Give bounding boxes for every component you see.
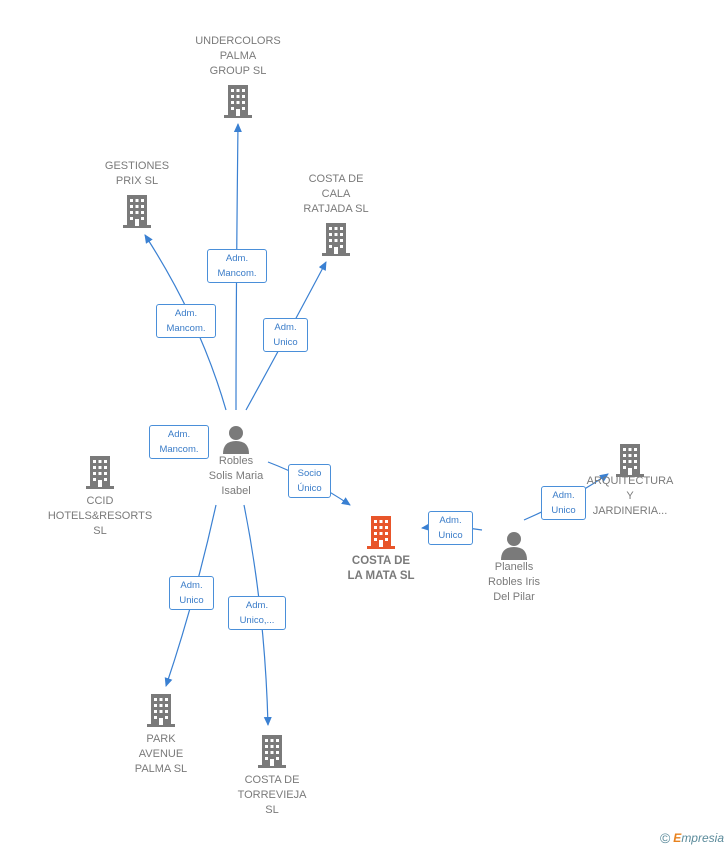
building-icon [123,195,151,228]
edge-label-park-avenue[interactable]: Adm. Unico [169,576,214,610]
building-icon [367,516,395,549]
edge-label-torrevieja[interactable]: Adm. Unico,... [228,596,286,630]
node-label: PARK AVENUE PALMA SL [134,733,188,775]
node-label: GESTIONES PRIX SL [104,160,170,187]
node-label: Planells Robles Iris Del Pilar [488,561,540,603]
building-icon [258,735,286,768]
edge-label-ccid[interactable]: Adm. Mancom. [149,425,209,459]
building-icon [224,85,252,118]
node-costa-mata[interactable]: COSTA DE LA MATA SL [326,514,436,584]
node-label: Robles Solis Maria Isabel [208,455,264,497]
edge-label-costa-mata[interactable]: Socio Único [288,464,331,498]
person-icon [223,426,249,454]
brand-rest: mpresia [681,831,724,845]
node-label: ARQUITECTURA Y JARDINERIA... [586,475,674,517]
node-ccid[interactable]: CCID HOTELS&RESORTS SL [40,454,160,539]
node-robles[interactable]: Robles Solis Maria Isabel [188,424,284,499]
node-label: CCID HOTELS&RESORTS SL [47,495,153,537]
edge-label-undercolors[interactable]: Adm. Mancom. [207,249,267,283]
node-label: COSTA DE CALA RATJADA SL [303,173,369,215]
edge-label-gestiones[interactable]: Adm. Mancom. [156,304,216,338]
edge-robles-undercolors [233,123,242,411]
building-icon [86,456,114,489]
node-arquitectura[interactable]: ARQUITECTURA Y JARDINERIA... [576,442,684,519]
person-icon [501,532,527,560]
node-label: UNDERCOLORS PALMA GROUP SL [195,35,281,77]
edge-label-planells-costa-mata[interactable]: Adm. Unico [428,511,473,545]
node-costa-cala[interactable]: COSTA DE CALA RATJADA SL [286,172,386,257]
node-planells[interactable]: Planells Robles Iris Del Pilar [466,530,562,605]
node-undercolors[interactable]: UNDERCOLORS PALMA GROUP SL [178,34,298,119]
brand-initial: E [673,831,682,845]
copyright-symbol: © [659,830,671,846]
node-costa-torrevieja[interactable]: COSTA DE TORREVIEJA SL [222,733,322,818]
node-park-avenue[interactable]: PARK AVENUE PALMA SL [113,692,209,777]
node-label: COSTA DE TORREVIEJA SL [237,774,307,816]
edge-label-planells-arquitectura[interactable]: Adm. Unico [541,486,586,520]
node-label: COSTA DE LA MATA SL [347,555,415,582]
building-icon [147,694,175,727]
building-icon [322,223,350,256]
node-gestiones[interactable]: GESTIONES PRIX SL [87,159,187,229]
edge-label-costa-cala[interactable]: Adm. Unico [263,318,308,352]
brand-watermark: © Empresia [660,830,724,846]
building-icon [616,444,644,477]
